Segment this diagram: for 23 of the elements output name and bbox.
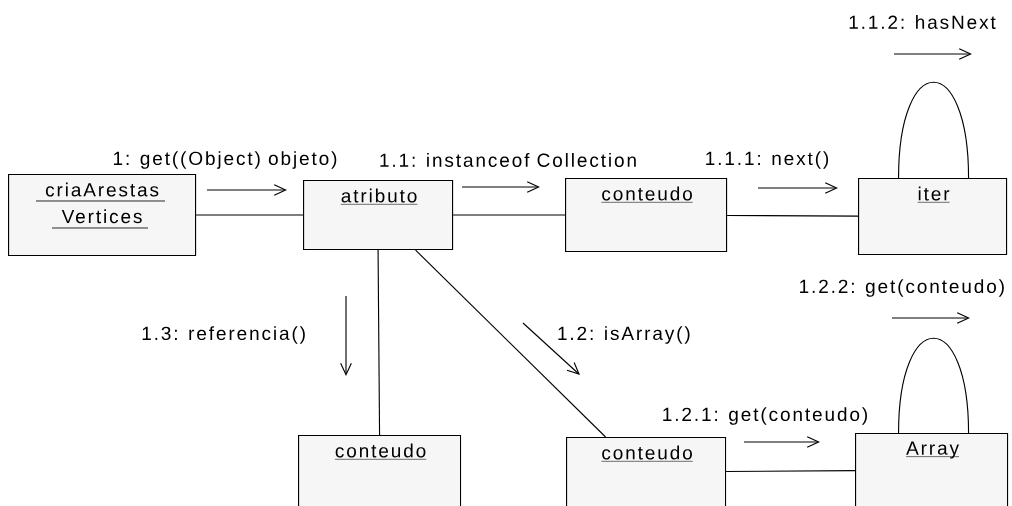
object-box: criaArestas Vertices [8, 174, 197, 257]
link-line [725, 470, 856, 473]
link-line [195, 214, 304, 216]
message-label: 1: get((Object) objeto) [111, 149, 339, 171]
message-label: 1.2: isArray() [555, 324, 693, 346]
link-line [452, 214, 566, 216]
link-line [726, 214, 859, 217]
object-box: conteudo [565, 178, 728, 253]
object-box: atributo [303, 180, 454, 251]
link-line [898, 81, 970, 179]
message-label: 1.3: referencia() [139, 324, 308, 346]
link-line [898, 337, 970, 434]
object-box: iter [858, 178, 1008, 256]
object-box: Array [855, 433, 1009, 506]
message-label: 1.1.2: hasNext [846, 13, 998, 31]
message-label: 1.1: instanceof Collection [377, 151, 639, 169]
object-box: conteudo [298, 435, 462, 506]
message-label: 1.1.1: next() [703, 149, 831, 171]
link-line [415, 249, 607, 438]
message-label: 1.2.1: get(conteudo) [660, 405, 870, 427]
link-line [377, 249, 381, 436]
object-box: conteudo [566, 437, 727, 506]
message-label: 1.2.2: get(conteudo) [797, 277, 1007, 299]
